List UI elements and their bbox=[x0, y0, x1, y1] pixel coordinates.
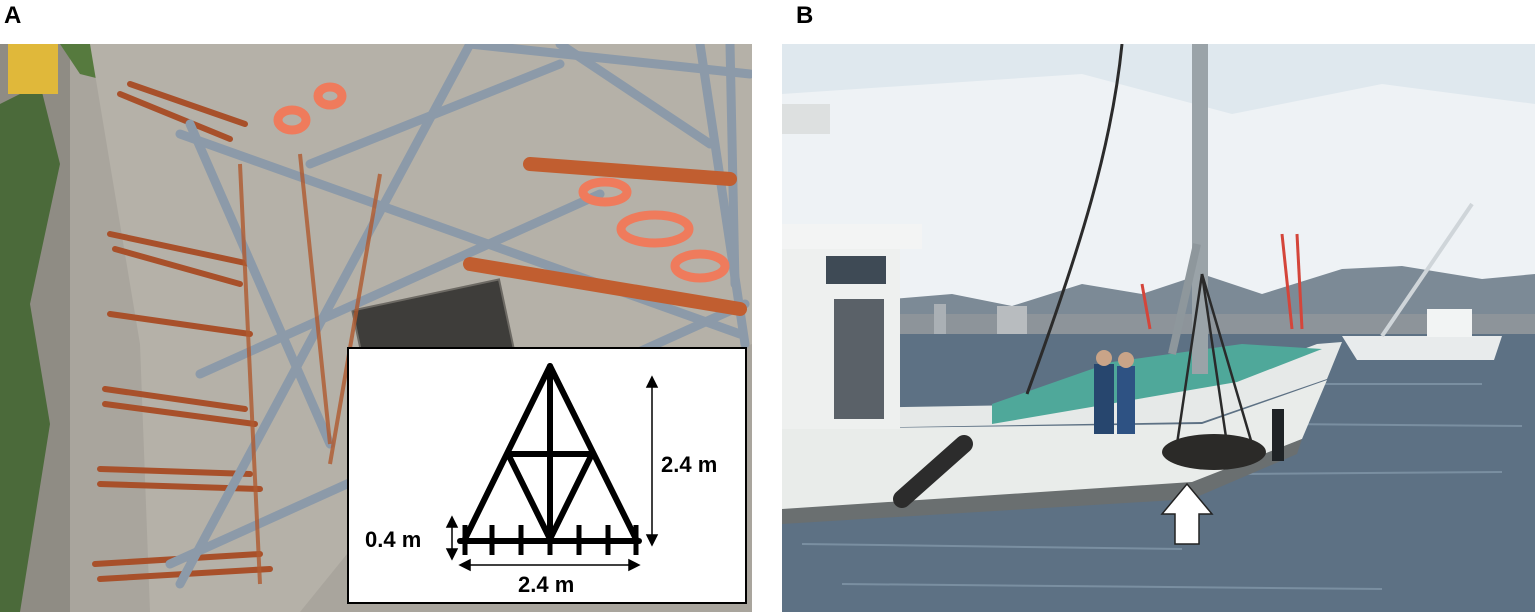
photo-boat-deployment bbox=[782, 44, 1535, 612]
panel-label-b: B bbox=[796, 2, 814, 29]
base-label: 2.4 m bbox=[518, 572, 574, 597]
height-label: 2.4 m bbox=[661, 452, 717, 477]
frame-dimension-diagram: 2.4 m 2.4 m 0.4 m bbox=[347, 347, 747, 604]
panel-label-a: A bbox=[4, 2, 22, 29]
leg-label: 0.4 m bbox=[365, 527, 421, 552]
up-arrow-icon bbox=[1160, 482, 1214, 545]
